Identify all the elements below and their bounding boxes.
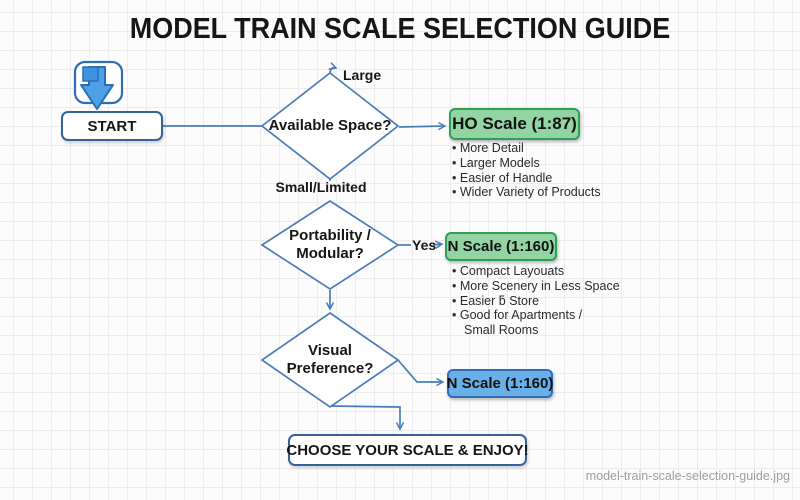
page-title: MODEL TRAIN SCALE SELECTION GUIDE <box>129 13 671 45</box>
list-item: Easier of Handle <box>452 171 622 186</box>
list-item: Compact Layouats <box>452 264 637 279</box>
edge-yes-to-n-scale <box>432 240 444 249</box>
cursor-download-icon <box>70 56 126 118</box>
edge-label-large: Large <box>343 67 382 83</box>
list-item: More Scenery in Less Space <box>452 279 637 294</box>
edge-available-space-to-ho <box>398 121 447 131</box>
ho-scale-benefits-list: More Detail Larger Models Easier of Hand… <box>452 141 622 200</box>
list-item: Good for Apartments / Small Rooms <box>452 308 637 338</box>
decision-visual-label: Visual Preference? <box>286 342 374 377</box>
filename-watermark: model-train-scale-selection-guide.jpg <box>585 469 790 483</box>
decision-available-space-label: Available Space? <box>268 117 392 134</box>
result-ho-scale: HO Scale (1:87) <box>449 108 580 140</box>
edge-label-small-limited: Small/Limited <box>275 179 367 195</box>
edge-visual-to-choose <box>329 405 405 431</box>
list-item: Wider Variety of Products <box>452 185 622 200</box>
edge-label-yes: Yes <box>412 237 437 253</box>
decision-visual-shape <box>260 311 400 409</box>
decision-portability-label: Portability / Modular? <box>289 227 371 262</box>
decision-portability-shape <box>260 199 400 291</box>
list-item: Larger Models <box>452 156 622 171</box>
result-n-scale-blue: N Scale (1:160) <box>447 369 553 398</box>
edge-visual-to-n-scale-blue <box>397 359 445 387</box>
list-item: More Detail <box>452 141 622 156</box>
list-item: Easier ƃ Store <box>452 294 637 309</box>
n-scale-benefits-list: Compact Layouats More Scenery in Less Sp… <box>452 264 637 338</box>
decision-available-space-shape <box>260 71 400 181</box>
result-n-scale-green: N Scale (1:160) <box>445 232 557 261</box>
end-node: CHOOSE YOUR SCALE & ENJOY! <box>286 434 529 466</box>
start-node: START <box>61 111 163 141</box>
